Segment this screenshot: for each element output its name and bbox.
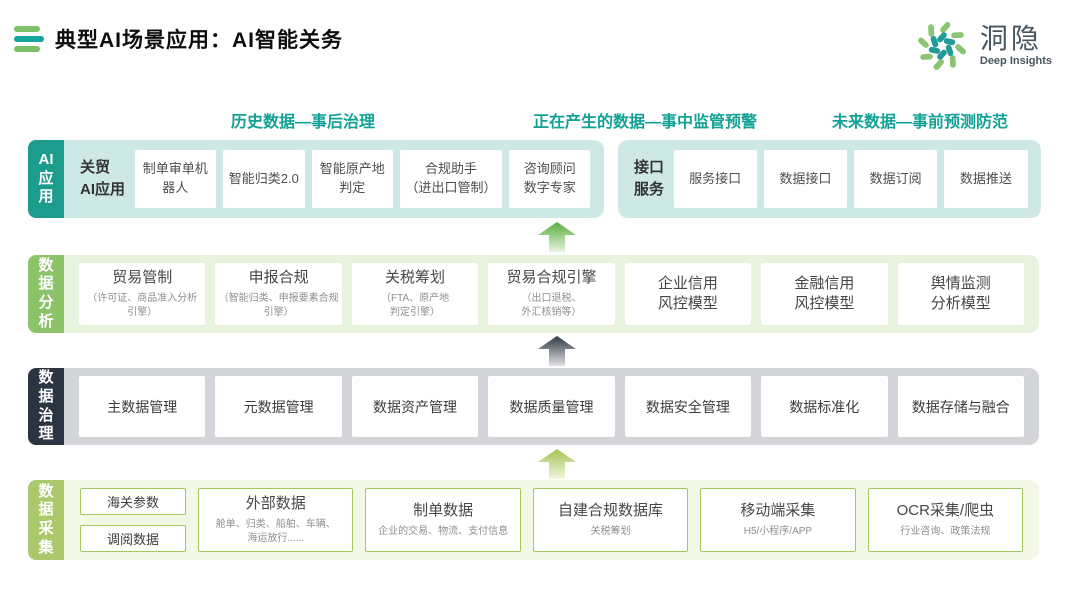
data-governance-row: 数 据 治 理 主数据管理 元数据管理 数据资产管理 数据质量管理 数据安全管理… (28, 368, 1039, 445)
api-card: 数据接口 (763, 150, 848, 208)
governance-card: 主数据管理 (79, 376, 206, 437)
row-tab-data-collection: 数 据 采 集 (28, 480, 64, 560)
up-arrow-lime-icon (538, 449, 576, 479)
customs-ai-group: 关贸 AI应用 制单审单机 器人 智能归类2.0 智能原产地 判定 合规助手 （… (64, 140, 604, 218)
up-arrow-green-icon (538, 222, 576, 252)
list-bars-icon (14, 26, 44, 52)
data-collection-group: 海关参数 调阅数据 外部数据 舱单、归类、船舶、车辆、 海运放行...... 制… (64, 480, 1039, 560)
analysis-card: 关税筹划 （FTA、原产地 判定引擎） (351, 263, 479, 325)
collection-card: 自建合规数据库 关税筹划 (532, 488, 689, 552)
phase-header-past: 历史数据—事后治理 (230, 114, 376, 131)
phase-header-present: 正在产生的数据—事中监管预警 (532, 114, 758, 131)
analysis-card: 申报合规 （智能归类、申报要素合规 引擎） (215, 263, 342, 325)
analysis-card: 贸易管制 （许可证、商品准入分析 引擎） (79, 263, 206, 325)
logo-swirl-icon (917, 22, 966, 70)
collection-card: 移动端采集 H5/小程序/APP (700, 488, 856, 552)
governance-card: 数据资产管理 (351, 376, 479, 437)
collection-card: 调阅数据 (80, 525, 186, 552)
collection-card: 制单数据 企业的交易、物流、支付信息 (365, 488, 521, 552)
app-card: 咨询顾问 数字专家 (508, 150, 591, 208)
row-tab-data-analysis: 数 据 分 析 (28, 255, 64, 333)
governance-card: 元数据管理 (215, 376, 342, 437)
analysis-card: 金融信用 风控模型 (761, 263, 888, 325)
api-service-group-label: 接口 服务 (634, 158, 665, 199)
collection-card: 外部数据 舱单、归类、船舶、车辆、 海运放行...... (198, 488, 354, 552)
app-card: 智能归类2.0 (223, 150, 305, 208)
analysis-card: 舆情监测 分析模型 (897, 263, 1024, 325)
app-card: 制单审单机 器人 (134, 150, 217, 208)
governance-card: 数据存储与融合 (897, 376, 1024, 437)
row-tab-ai-app: AI 应 用 (28, 140, 64, 218)
phase-header-future: 未来数据—事前预测防范 (831, 114, 1009, 131)
governance-card: 数据标准化 (761, 376, 888, 437)
collection-card: OCR采集/爬虫 行业咨询、政策法规 (867, 488, 1024, 552)
data-analysis-group: 贸易管制 （许可证、商品准入分析 引擎） 申报合规 （智能归类、申报要素合规 引… (64, 255, 1039, 333)
governance-card: 数据质量管理 (488, 376, 615, 437)
data-governance-group: 主数据管理 元数据管理 数据资产管理 数据质量管理 数据安全管理 数据标准化 数… (64, 368, 1039, 445)
page-title: 典型AI场景应用：AI智能关务 (55, 29, 343, 52)
title-bar: 典型AI场景应用：AI智能关务 (14, 24, 343, 54)
collection-card: 海关参数 (80, 488, 186, 515)
row-tab-data-governance: 数 据 治 理 (28, 368, 64, 445)
api-service-group: 接口 服务 服务接口 数据接口 数据订阅 数据推送 (618, 140, 1041, 218)
api-card: 数据订阅 (854, 150, 938, 208)
customs-ai-group-label: 关贸 AI应用 (80, 158, 126, 199)
up-arrow-dark-icon (538, 336, 576, 366)
brand-tagline: Deep Insights (979, 55, 1052, 68)
governance-card: 数据安全管理 (624, 376, 752, 437)
collection-side-cards: 海关参数 调阅数据 (80, 488, 186, 552)
brand-logo: 洞隐 Deep Insights (913, 17, 1052, 75)
api-card: 数据推送 (944, 150, 1028, 208)
analysis-card: 贸易合规引擎 （出口退税、 外汇核销等） (488, 263, 615, 325)
app-card: 合规助手 （进出口管制） (400, 150, 502, 208)
data-analysis-row: 数 据 分 析 贸易管制 （许可证、商品准入分析 引擎） 申报合规 （智能归类、… (28, 255, 1039, 333)
api-card: 服务接口 (673, 150, 757, 208)
analysis-card: 企业信用 风控模型 (624, 263, 752, 325)
data-collection-row: 数 据 采 集 海关参数 调阅数据 外部数据 舱单、归类、船舶、车辆、 海运放行… (28, 480, 1039, 560)
brand-name: 洞隐 (979, 23, 1042, 55)
ai-app-row: AI 应 用 关贸 AI应用 制单审单机 器人 智能归类2.0 智能原产地 判定… (28, 140, 1041, 218)
app-card: 智能原产地 判定 (311, 150, 394, 208)
